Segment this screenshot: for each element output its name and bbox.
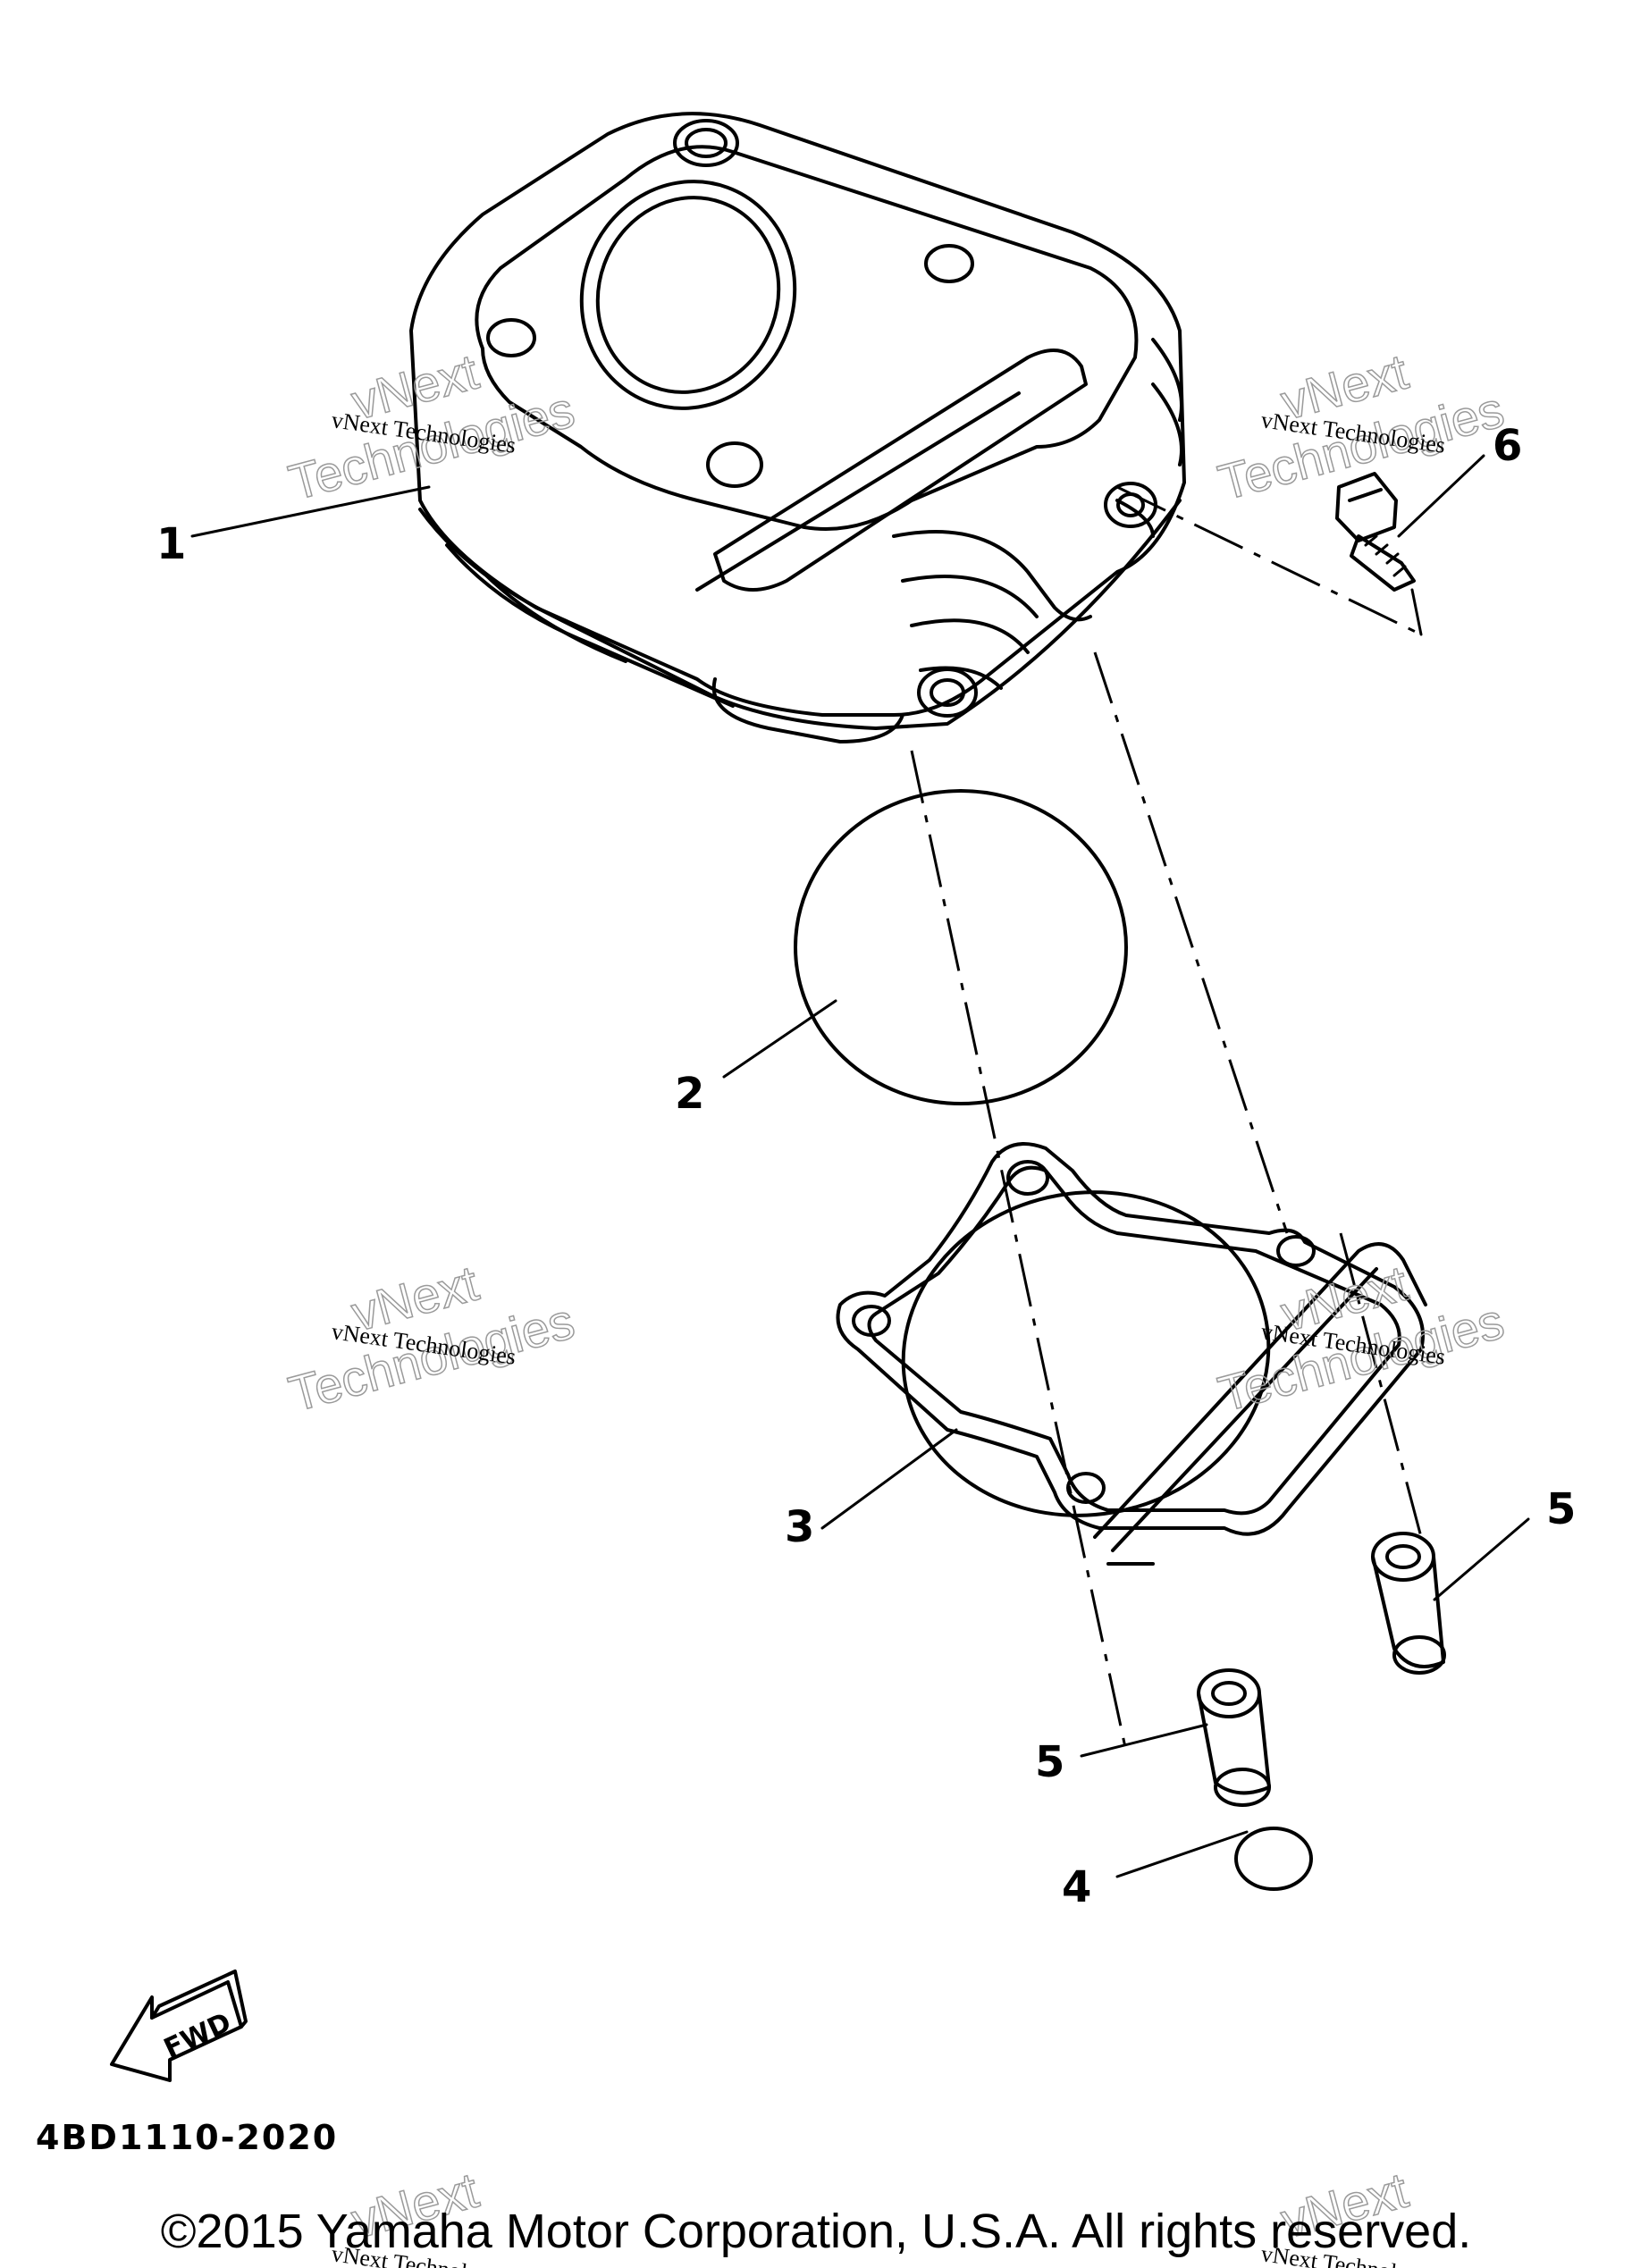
- part-label-2: 2: [675, 1069, 704, 1119]
- watermark-top-right: vNext Technologies vNext Technologies: [1212, 342, 1510, 512]
- part-label-6: 6: [1493, 421, 1522, 471]
- diagram-code: 4BD1110-2020: [36, 2118, 338, 2157]
- fwd-label: FWD: [159, 2007, 236, 2065]
- copyright-notice: ©2015 Yamaha Motor Corporation, U.S.A. A…: [161, 2205, 1472, 2258]
- watermark-top-left: vNext Technologies vNext Technologies: [282, 342, 581, 512]
- part-label-5-lower: 5: [1035, 1737, 1064, 1787]
- watermark-middle-right: vNext Technologies vNext Technologies: [1212, 1254, 1510, 1424]
- bolt-drawing: [1335, 472, 1423, 636]
- part-label-5-right: 5: [1546, 1484, 1576, 1534]
- cylinder-drawing: [409, 112, 1186, 743]
- fwd-arrow-icon: FWD: [110, 1970, 248, 2082]
- part-labels: 1 2 3 4 5 5 6: [156, 421, 1576, 1912]
- leader-lines: [190, 454, 1530, 1878]
- dowel-pin-right-drawing: [1371, 1532, 1446, 1675]
- o-ring-small-drawing: [1234, 1827, 1313, 1891]
- dowel-pin-lower-drawing: [1197, 1668, 1271, 1807]
- cylinder-gasket-drawing: [836, 1142, 1427, 1566]
- watermark-middle-left: vNext Technologies vNext Technologies: [282, 1254, 581, 1424]
- part-label-1: 1: [156, 519, 186, 569]
- o-ring-drawing: [794, 789, 1128, 1105]
- part-label-4: 4: [1062, 1862, 1091, 1912]
- alignment-lines: [910, 485, 1423, 1752]
- part-label-3: 3: [785, 1502, 814, 1552]
